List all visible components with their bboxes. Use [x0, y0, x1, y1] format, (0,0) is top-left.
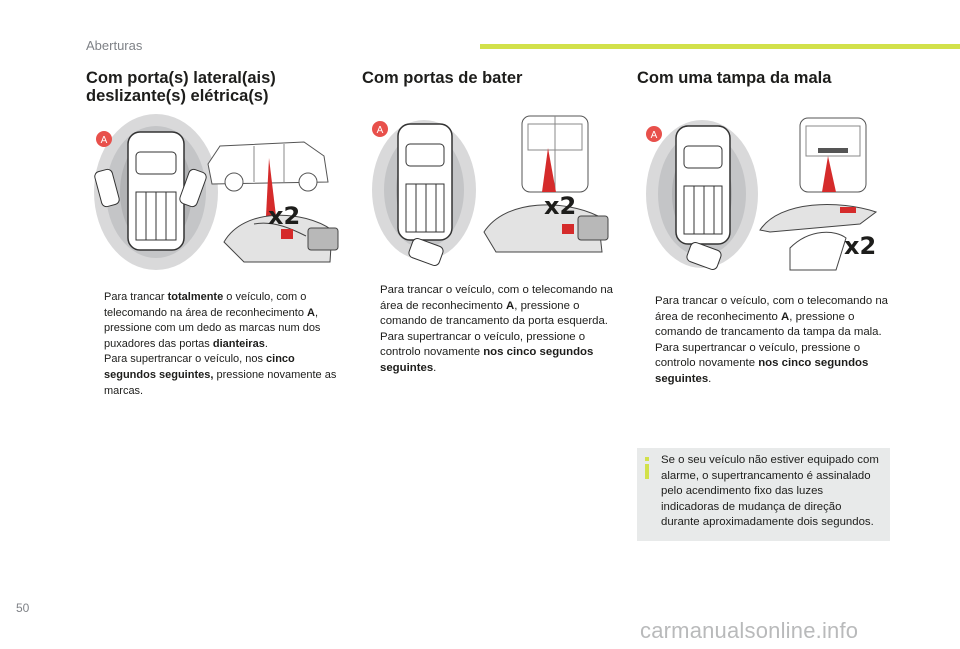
info-text: Se o seu veículo não estiver equipado co…: [661, 454, 879, 529]
page-number: 50: [16, 601, 30, 615]
marker-a-3: A: [651, 130, 658, 141]
marker-a-1: A: [101, 135, 108, 146]
marker-a-2: A: [377, 125, 384, 136]
list-item: Para trancar o veículo, com o telecomand…: [655, 295, 889, 338]
column-3-text: Para trancar o veículo, com o telecomand…: [637, 294, 890, 387]
column-1-title: Com porta(s) lateral(ais) deslizante(s) …: [86, 69, 276, 105]
list-item: Para supertrancar o veículo, pressione o…: [380, 330, 594, 374]
info-box: Se o seu veículo não estiver equipado co…: [637, 448, 890, 541]
illustration-sliding-doors: A x2: [94, 114, 339, 270]
column-1-text: Para trancar totalmente o veículo, com o…: [86, 290, 340, 399]
section-accent-bar: [480, 44, 960, 49]
illustration-tailgate: A x2: [646, 117, 878, 271]
list-item: Para trancar o veículo, com o telecomand…: [380, 284, 614, 327]
column-3-title: Com uma tampa da mala: [637, 69, 832, 87]
x2-label-1: x2: [268, 202, 300, 230]
column-1-title-line2: deslizante(s) elétrica(s): [86, 87, 269, 105]
list-item: Para supertrancar o veículo, pressione o…: [655, 341, 869, 385]
info-icon: [645, 457, 649, 479]
section-header: Aberturas: [86, 38, 143, 53]
x2-label-3: x2: [844, 232, 876, 260]
illustration-swing-doors: A x2: [372, 115, 609, 266]
x2-label-2: x2: [544, 192, 576, 220]
watermark: carmanualsonline.info: [640, 618, 859, 643]
column-1-title-line1: Com porta(s) lateral(ais): [86, 69, 276, 87]
list-item: Para supertrancar o veículo, nos cinco s…: [104, 353, 337, 397]
column-2-text: Para trancar o veículo, com o telecomand…: [362, 283, 616, 376]
list-item: Para trancar totalmente o veículo, com o…: [104, 291, 321, 350]
column-2-title: Com portas de bater: [362, 69, 523, 87]
